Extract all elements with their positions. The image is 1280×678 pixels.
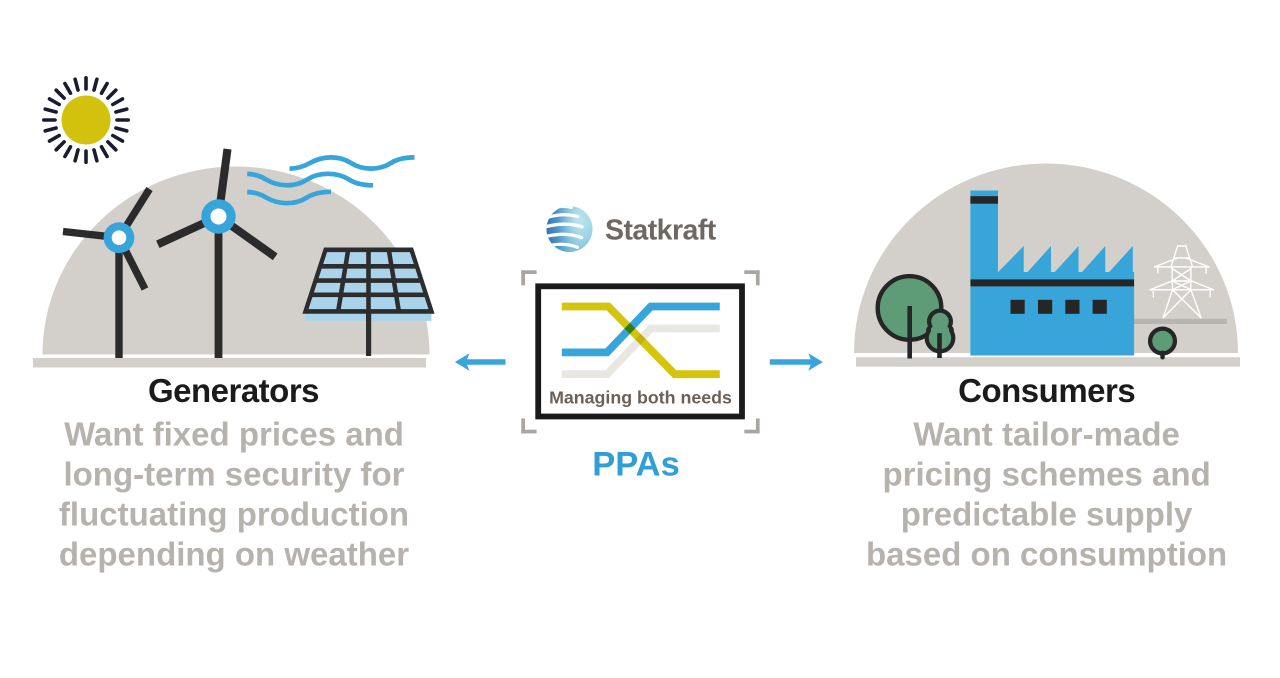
svg-text:based on consumption: based on consumption: [866, 536, 1227, 573]
svg-text:PPAs: PPAs: [592, 445, 680, 483]
svg-text:Want fixed prices and: Want fixed prices and: [64, 416, 404, 453]
svg-text:fluctuating production: fluctuating production: [59, 496, 409, 533]
svg-text:Consumers: Consumers: [958, 372, 1135, 409]
svg-text:Managing both needs: Managing both needs: [549, 388, 732, 408]
svg-text:Generators: Generators: [148, 372, 319, 409]
svg-text:depending on weather: depending on weather: [59, 536, 409, 573]
svg-text:pricing schemes and: pricing schemes and: [882, 456, 1210, 493]
svg-text:Want tailor-made: Want tailor-made: [913, 416, 1179, 453]
svg-text:long-term security for: long-term security for: [63, 456, 404, 493]
svg-text:predictable supply: predictable supply: [901, 496, 1193, 533]
svg-text:Statkraft: Statkraft: [605, 215, 717, 247]
